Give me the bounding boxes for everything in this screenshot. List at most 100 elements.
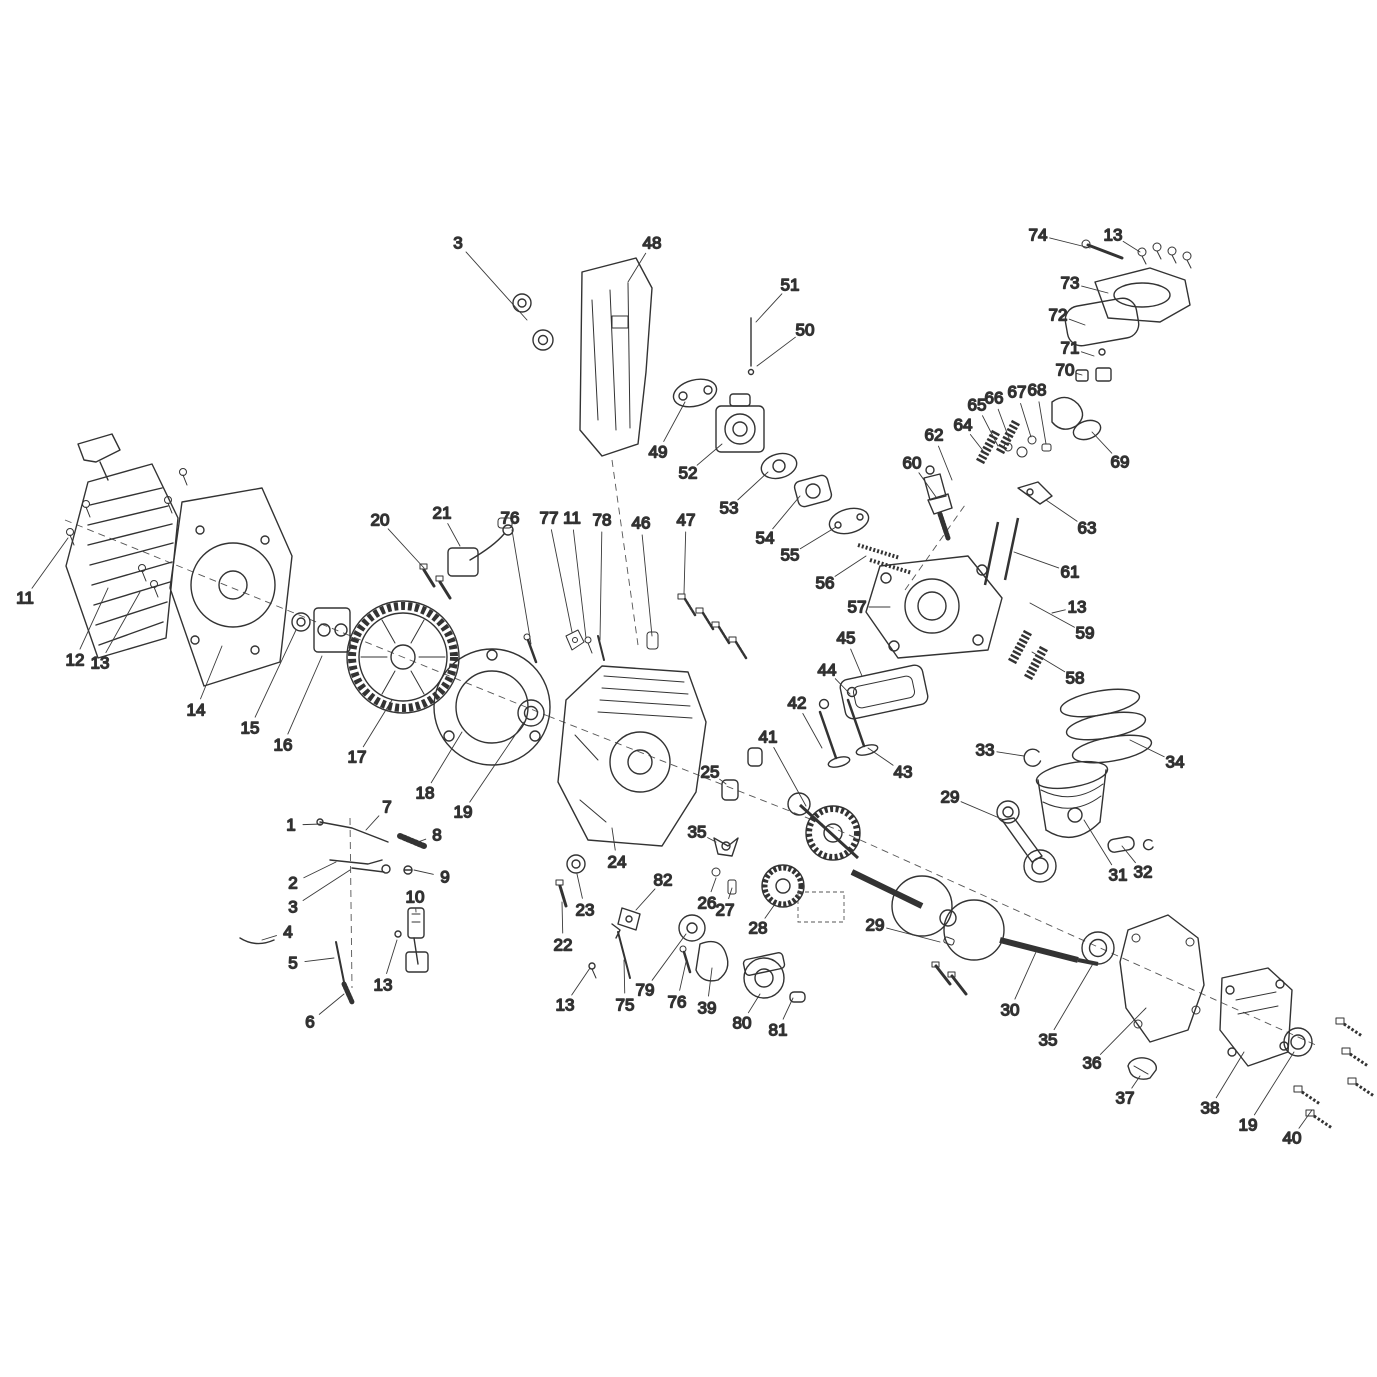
callout-leader-76 bbox=[511, 529, 532, 645]
callout-leader-69 bbox=[1091, 431, 1113, 454]
starter-assembly-drawing bbox=[611, 914, 806, 1003]
callout-leader-19 bbox=[469, 721, 525, 803]
callout-leader-58 bbox=[1031, 651, 1066, 673]
callout-32: 32 bbox=[1134, 863, 1153, 882]
callout-8: 8 bbox=[432, 826, 441, 845]
callout-21: 21 bbox=[433, 504, 452, 523]
governor-gear-drawing bbox=[761, 864, 845, 923]
callout-43: 43 bbox=[894, 763, 913, 782]
callout-9: 9 bbox=[440, 868, 449, 887]
callout-leader-26 bbox=[710, 877, 717, 893]
callout-65: 65 bbox=[968, 396, 987, 415]
piston-circlip-drawing bbox=[1023, 748, 1042, 767]
callout-5: 5 bbox=[288, 954, 297, 973]
connecting-rod-drawing bbox=[996, 800, 1057, 883]
callout-leader-70 bbox=[1076, 372, 1083, 376]
callout-49: 49 bbox=[649, 443, 668, 462]
callout-59: 59 bbox=[1076, 624, 1095, 643]
callout-leader-61 bbox=[1013, 551, 1060, 569]
callout-leader-7 bbox=[365, 815, 380, 831]
callout-leader-52 bbox=[696, 443, 723, 466]
intake-studs-drawing bbox=[857, 543, 913, 575]
callout-leader-59 bbox=[1029, 602, 1075, 628]
callout-12: 12 bbox=[66, 651, 85, 670]
callout-leader-44 bbox=[834, 678, 851, 695]
callout-35: 35 bbox=[688, 823, 707, 842]
callout-45: 45 bbox=[837, 629, 856, 648]
callout-64: 64 bbox=[954, 416, 973, 435]
callout-82: 82 bbox=[654, 871, 673, 890]
callout-48: 48 bbox=[643, 234, 662, 253]
callout-leader-6 bbox=[318, 993, 345, 1015]
callout-leader-28 bbox=[764, 903, 776, 919]
callout-leader-12 bbox=[79, 587, 109, 650]
callout-24: 24 bbox=[608, 853, 627, 872]
air-cleaner-gasket-drawing bbox=[1064, 297, 1140, 347]
callout-leader-17 bbox=[362, 699, 393, 748]
callout-13: 13 bbox=[556, 996, 575, 1015]
callout-30: 30 bbox=[1001, 1001, 1020, 1020]
callout-leader-79 bbox=[651, 933, 687, 981]
callout-leader-13 bbox=[1051, 609, 1066, 614]
tappets-drawing bbox=[721, 747, 763, 801]
callout-13: 13 bbox=[1104, 226, 1123, 245]
callout-76: 76 bbox=[668, 993, 687, 1012]
case-gasket-drawing bbox=[1119, 914, 1205, 1043]
callout-leader-13 bbox=[105, 591, 141, 653]
callout-1: 1 bbox=[286, 816, 295, 835]
callout-42: 42 bbox=[788, 694, 807, 713]
callout-leader-35 bbox=[1053, 961, 1095, 1031]
piston-rings-drawing bbox=[1059, 688, 1153, 764]
callout-2: 2 bbox=[288, 874, 297, 893]
callout-leader-29 bbox=[886, 927, 941, 943]
callout-13: 13 bbox=[91, 654, 110, 673]
callout-leader-77 bbox=[550, 529, 573, 633]
callout-leader-16 bbox=[287, 655, 323, 735]
spark-plug-drawing bbox=[923, 465, 953, 541]
callout-leader-50 bbox=[756, 336, 796, 367]
callout-leader-25 bbox=[719, 778, 727, 785]
callout-leader-80 bbox=[747, 993, 761, 1014]
callout-leader-56 bbox=[834, 555, 867, 577]
callout-23: 23 bbox=[576, 901, 595, 920]
callout-55: 55 bbox=[781, 546, 800, 565]
breather-fittings-drawing bbox=[1075, 348, 1112, 382]
callout-leader-74 bbox=[1049, 237, 1091, 249]
piston-drawing bbox=[1035, 760, 1109, 839]
callout-76: 76 bbox=[501, 509, 520, 528]
head-gasket-drawing bbox=[839, 664, 929, 720]
callout-63: 63 bbox=[1078, 519, 1097, 538]
callout-leader-1 bbox=[302, 823, 323, 826]
callout-leader-78 bbox=[599, 531, 603, 641]
crankcase-block-drawing bbox=[557, 665, 707, 847]
callout-leader-43 bbox=[867, 747, 894, 766]
callout-leader-54 bbox=[772, 495, 801, 530]
callout-31: 31 bbox=[1109, 866, 1128, 885]
callout-40: 40 bbox=[1283, 1129, 1302, 1148]
callout-leader-53 bbox=[737, 471, 769, 501]
callout-70: 70 bbox=[1056, 361, 1075, 380]
callout-leader-68 bbox=[1038, 401, 1047, 445]
callout-4: 4 bbox=[283, 923, 292, 942]
callout-25: 25 bbox=[701, 763, 720, 782]
callout-leader-27 bbox=[728, 887, 733, 900]
tappet-springs-drawing bbox=[1008, 629, 1048, 681]
callout-leader-71 bbox=[1080, 351, 1095, 357]
callout-57: 57 bbox=[848, 598, 867, 617]
callout-leader-31 bbox=[1083, 819, 1113, 866]
callout-36: 36 bbox=[1083, 1054, 1102, 1073]
callout-leader-15 bbox=[254, 629, 297, 718]
callout-leader-13 bbox=[1122, 240, 1141, 253]
callout-37: 37 bbox=[1116, 1089, 1135, 1108]
callout-leader-29 bbox=[960, 801, 1005, 821]
callout-leader-33 bbox=[996, 751, 1025, 757]
front-bearing-drawing bbox=[517, 699, 545, 727]
callout-6: 6 bbox=[305, 1013, 314, 1032]
starter-screws-drawing bbox=[66, 468, 188, 598]
callout-61: 61 bbox=[1061, 563, 1080, 582]
callout-17: 17 bbox=[348, 748, 367, 767]
callout-leader-63 bbox=[1045, 499, 1078, 522]
crank-key-and-bolts-drawing bbox=[931, 936, 968, 996]
